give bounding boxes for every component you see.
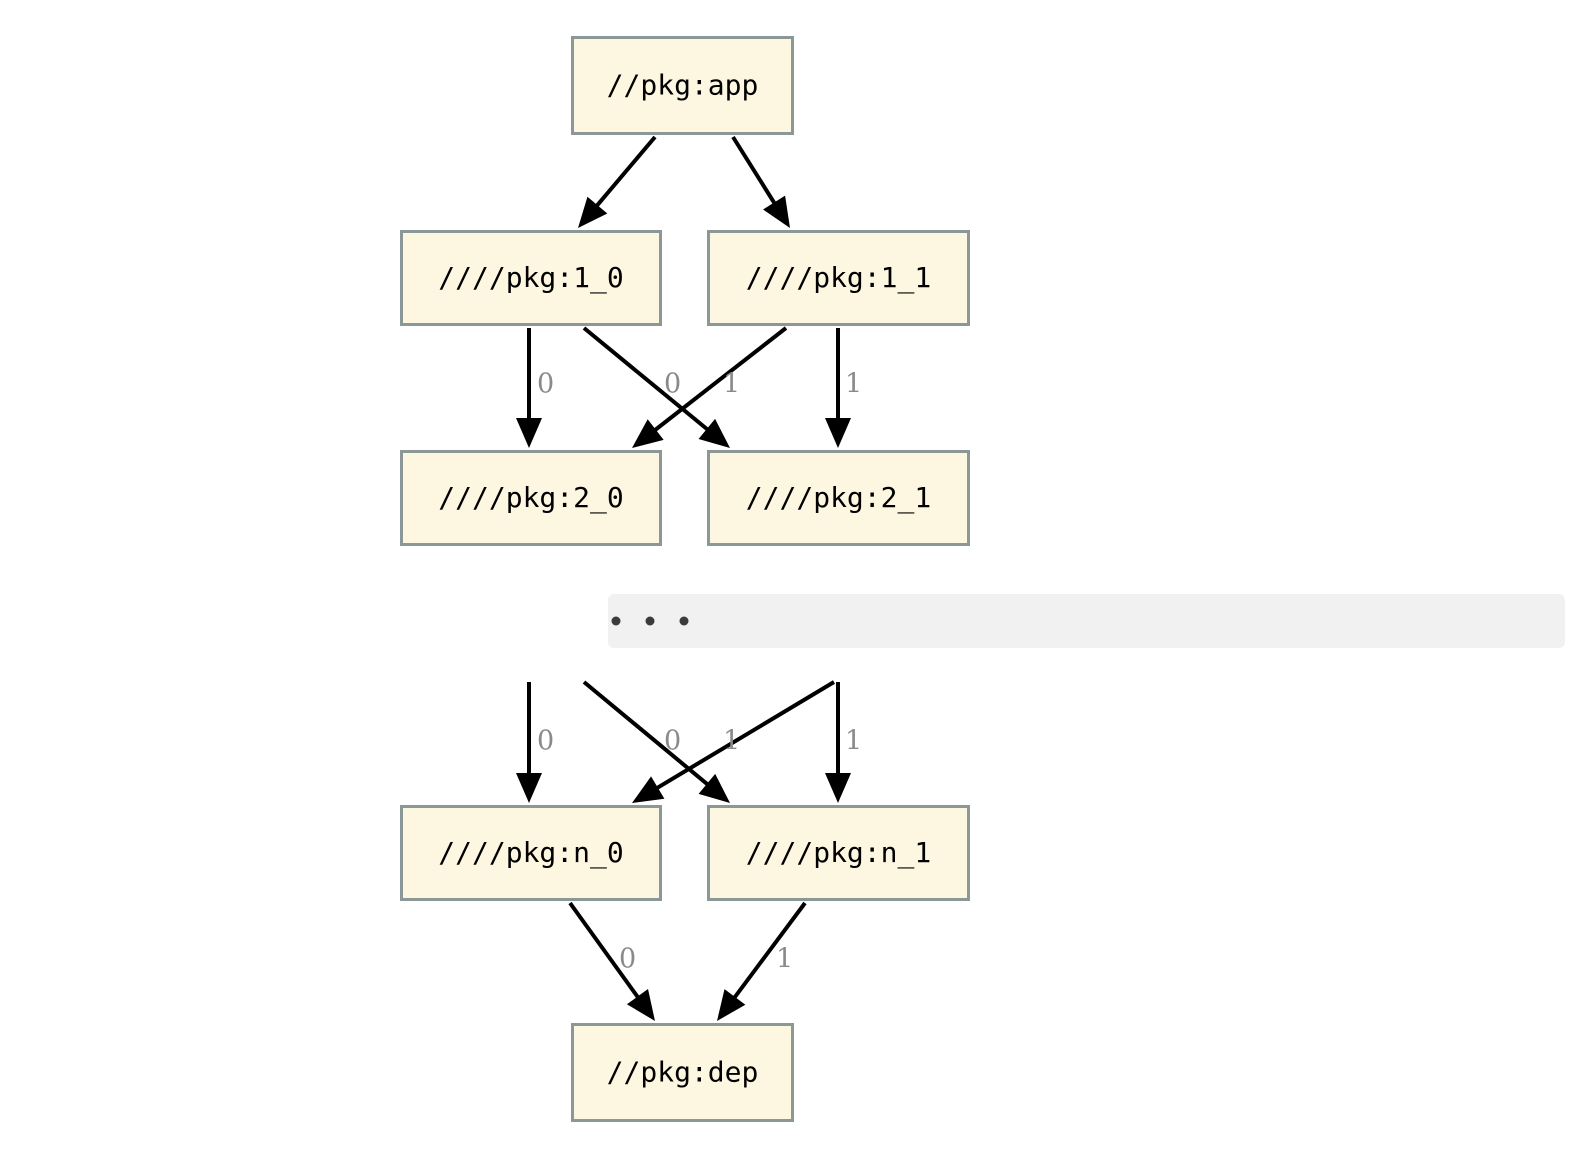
- edge-arrowhead: [698, 418, 730, 448]
- edge-line: [582, 680, 713, 790]
- graph-edge: [582, 680, 730, 803]
- graph-edge: [582, 326, 730, 448]
- node-label: ////pkg:2_1: [746, 481, 931, 515]
- node-label: //pkg:dep: [607, 1056, 759, 1089]
- edge-label: 0: [537, 369, 554, 400]
- node-box[interactable]: [707, 805, 970, 901]
- node-box[interactable]: [707, 230, 970, 326]
- edge-label: 0: [619, 944, 636, 975]
- edge-arrowhead: [516, 773, 542, 803]
- edge-label: 1: [845, 726, 862, 757]
- node-box[interactable]: [400, 450, 662, 546]
- edge-arrowhead: [717, 989, 746, 1021]
- edge-line: [582, 326, 713, 435]
- node-label: ////pkg:n_0: [438, 836, 623, 870]
- graph-node-n1_1[interactable]: ////pkg:1_1: [707, 230, 970, 326]
- edge-arrowhead: [698, 773, 730, 803]
- graph-edge: [516, 682, 542, 803]
- graph-edge: [516, 328, 542, 448]
- nodes-layer: //pkg:app ////pkg:1_0 ////pkg:1_1 ////pkg:2…: [400, 36, 970, 1122]
- edge-label: 1: [723, 726, 740, 757]
- graph-edge: [578, 135, 657, 228]
- graph-edge: [568, 901, 655, 1021]
- edge-label: 0: [664, 369, 681, 400]
- edge-arrowhead: [825, 418, 851, 448]
- node-label: //pkg:app: [607, 69, 759, 102]
- node-label: ////pkg:1_0: [438, 261, 623, 295]
- edge-line: [651, 680, 836, 793]
- ellipsis-dot: [611, 616, 621, 626]
- edge-arrowhead: [632, 776, 665, 803]
- edge-line: [731, 135, 779, 209]
- graph-node-dep[interactable]: //pkg:dep: [571, 1023, 794, 1122]
- ellipsis-dot: [645, 616, 655, 626]
- node-box[interactable]: [571, 36, 794, 135]
- edge-arrowhead: [516, 418, 542, 448]
- graph-edge: [717, 901, 807, 1021]
- graph-node-n2_1[interactable]: ////pkg:2_1: [707, 450, 970, 546]
- edge-arrowhead: [825, 773, 851, 803]
- graph-node-n2_0[interactable]: ////pkg:2_0: [400, 450, 662, 546]
- edge-line: [729, 901, 807, 1003]
- edge-line: [568, 901, 643, 1003]
- continuation-ellipsis-band: [608, 594, 1565, 648]
- edge-arrowhead: [632, 419, 664, 448]
- edge-label: 1: [776, 944, 793, 975]
- graph-node-nn_1[interactable]: ////pkg:n_1: [707, 805, 970, 901]
- node-label: ////pkg:2_0: [438, 481, 623, 515]
- graph-edge: [825, 328, 851, 448]
- node-box[interactable]: [400, 805, 662, 901]
- edges-layer: [516, 135, 851, 1021]
- node-label: ////pkg:n_1: [746, 836, 931, 870]
- edge-labels-layer: 0 1 0 1 0 1 0 1 0 1: [537, 369, 862, 975]
- graph-edge: [825, 682, 851, 803]
- edge-line: [591, 135, 657, 211]
- edge-arrowhead: [578, 196, 608, 228]
- node-box[interactable]: [400, 230, 662, 326]
- edge-label: 1: [845, 369, 862, 400]
- graph-edge: [731, 135, 790, 228]
- graph-edge: [632, 326, 788, 448]
- node-label: ////pkg:1_1: [746, 261, 931, 295]
- edge-label: 0: [537, 726, 554, 757]
- edge-label: 0: [664, 726, 681, 757]
- ellipsis-dot: [679, 616, 689, 626]
- node-box[interactable]: [571, 1023, 794, 1122]
- graph-edge: [632, 680, 836, 803]
- graph-node-app[interactable]: //pkg:app: [571, 36, 794, 135]
- graph-node-n1_0[interactable]: ////pkg:1_0: [400, 230, 662, 326]
- ellipsis-band-rect: [608, 594, 1565, 648]
- edge-line: [649, 326, 788, 435]
- node-box[interactable]: [707, 450, 970, 546]
- edge-arrowhead: [763, 195, 790, 228]
- edge-arrowhead: [626, 989, 655, 1021]
- edge-label: 1: [723, 369, 740, 400]
- graph-node-nn_0[interactable]: ////pkg:n_0: [400, 805, 662, 901]
